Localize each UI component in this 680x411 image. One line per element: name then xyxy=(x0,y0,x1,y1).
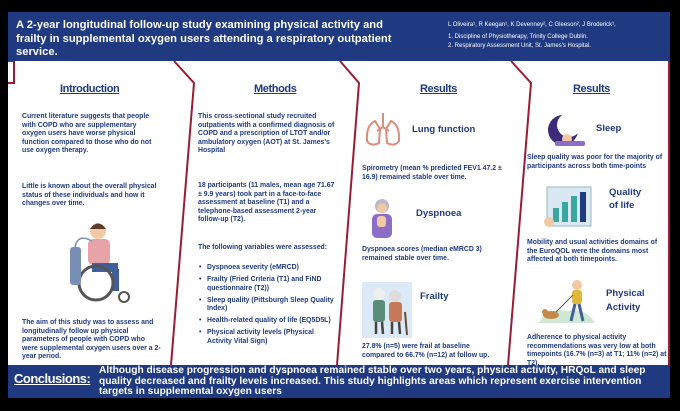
conclusions-label: Conclusions: xyxy=(14,371,91,386)
quality-of-life-title-line-1: Quality xyxy=(609,187,642,198)
divider-left xyxy=(8,61,15,84)
affiliation-2: 2. Respiratory Assessment Unit, St. Jame… xyxy=(448,43,591,49)
sleep-title: Sleep xyxy=(596,123,622,134)
methods-paragraph-3: The following variables were assessed: xyxy=(198,244,328,251)
introduction-paragraph-3: The aim of this study was to assess and … xyxy=(22,319,161,361)
methods-column: Methods This cross-sectional study recru… xyxy=(174,61,340,365)
introduction-heading: Introduction xyxy=(60,83,120,95)
author-list: L Oliveira¹, R Keegan¹, K Devenney², C G… xyxy=(448,22,616,28)
author-block: L Oliveira¹, R Keegan¹, K Devenney², C G… xyxy=(448,21,668,51)
dyspnoea-person-icon xyxy=(372,199,392,238)
dog-walking-icon xyxy=(539,280,595,323)
physical-activity-title-line-1: Physical xyxy=(606,288,645,299)
poster-body: Introduction Current literature suggests… xyxy=(8,61,670,367)
variables-list: Dyspnoea severity (eMRCD) Frailty (Fried… xyxy=(198,264,337,350)
methods-heading: Methods xyxy=(254,83,297,95)
physical-activity-title-line-2: Activity xyxy=(606,302,641,313)
frailty-elderly-icon xyxy=(362,282,412,338)
variable-item: Physical activity levels (Physical Activ… xyxy=(199,329,337,346)
lungs-icon xyxy=(365,113,401,146)
divider-2 xyxy=(336,61,361,365)
methods-paragraph-1: This cross-sectional study recruited out… xyxy=(198,113,335,155)
frailty-text: 27.8% (n=5) were frail at baseline compa… xyxy=(362,343,490,359)
variable-item: Dyspnoea severity (eMRCD) xyxy=(199,264,337,273)
chevron-dividers xyxy=(8,61,670,365)
results-column-1: Results Lung function Spirometry (mean %… xyxy=(340,61,511,365)
methods-paragraph-2: 18 participants (11 males, mean age 71.6… xyxy=(198,182,335,224)
frailty-title: Frailty xyxy=(420,291,449,302)
quality-of-life-text: Mobility and usual activities domains of… xyxy=(527,239,658,264)
sleep-icon xyxy=(548,114,585,146)
conclusions-text: Although disease progression and dyspnoe… xyxy=(99,365,646,397)
divider-1 xyxy=(170,61,196,365)
lung-function-title: Lung function xyxy=(412,124,476,135)
introduction-column: Introduction Current literature suggests… xyxy=(8,61,174,365)
results-column-2: Results Sleep Sleep quality was poor for… xyxy=(511,61,669,367)
dyspnoea-text: Dyspnoea scores (median eMRCD 3) remaine… xyxy=(362,246,482,262)
lung-function-text: Spirometry (mean % predicted FEV1 47.2 ±… xyxy=(362,165,502,181)
quality-of-life-title-line-2: of life xyxy=(609,200,635,211)
variable-item: Sleep quality (Pittsburgh Sleep Quality … xyxy=(199,297,337,314)
sleep-text: Sleep quality was poor for the majority … xyxy=(527,154,663,170)
variable-item: Health-related quality of life (EQ5D5L) xyxy=(199,317,337,326)
poster-title: A 2-year longitudinal follow-up study ex… xyxy=(16,19,392,58)
affiliation-1: 1. Discipline of Physiotherapy, Trinity … xyxy=(448,34,588,40)
divider-3 xyxy=(507,61,533,365)
dyspnoea-title: Dyspnoea xyxy=(416,208,462,219)
results-heading-1: Results xyxy=(420,83,457,95)
introduction-paragraph-2: Little is known about the overall physic… xyxy=(22,183,157,208)
variable-item: Frailty (Fried Criteria (T1) and FiND qu… xyxy=(199,276,337,293)
results-heading-2: Results xyxy=(573,83,610,95)
introduction-paragraph-1: Current literature suggests that people … xyxy=(22,113,152,155)
physical-activity-text: Adherence to physical activity recommend… xyxy=(527,334,667,367)
conclusions-banner: Conclusions: Although disease progressio… xyxy=(8,365,670,398)
quality-of-life-chart-icon xyxy=(544,186,592,227)
poster: A 2-year longitudinal follow-up study ex… xyxy=(8,12,670,398)
wheelchair-user-illustration xyxy=(70,223,130,303)
poster-header: A 2-year longitudinal follow-up study ex… xyxy=(8,12,670,61)
